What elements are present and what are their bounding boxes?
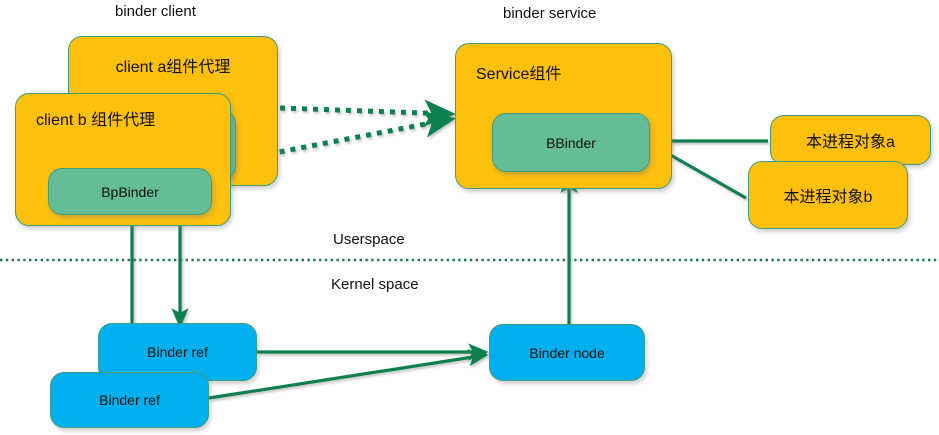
node-label-bbinder: BBinder — [546, 134, 596, 151]
label-userspace: Userspace — [333, 231, 405, 248]
label-kernel-space: Kernel space — [331, 276, 419, 293]
node-bpbinder[interactable]: BpBinder — [48, 168, 212, 215]
connector-client-b-to-service — [257, 110, 456, 159]
node-label-binder-ref-bottom: Binder ref — [99, 392, 160, 408]
node-label-service-component: Service组件 — [476, 66, 562, 83]
title-binder-client: binder client — [115, 3, 196, 20]
node-label-local-object-a: 本进程对象a — [806, 134, 895, 151]
node-binder-node[interactable]: Binder node — [489, 324, 645, 381]
node-label-client-b-proxy: client b 组件代理 — [36, 112, 156, 129]
node-binder-ref-bottom[interactable]: Binder ref — [50, 372, 209, 428]
node-bbinder[interactable]: BBinder — [492, 113, 650, 172]
node-label-bpbinder: BpBinder — [101, 183, 159, 200]
node-local-object-a[interactable]: 本进程对象a — [770, 115, 931, 165]
connector-client-a-to-service — [279, 99, 456, 127]
title-binder-service: binder service — [503, 5, 597, 22]
node-label-binder-ref-top: Binder ref — [147, 344, 208, 360]
node-label-client-a-proxy: client a组件代理 — [115, 59, 231, 76]
node-label-binder-node: Binder node — [529, 344, 605, 361]
node-label-local-object-b: 本进程对象b — [783, 189, 873, 206]
node-local-object-b[interactable]: 本进程对象b — [748, 161, 908, 229]
